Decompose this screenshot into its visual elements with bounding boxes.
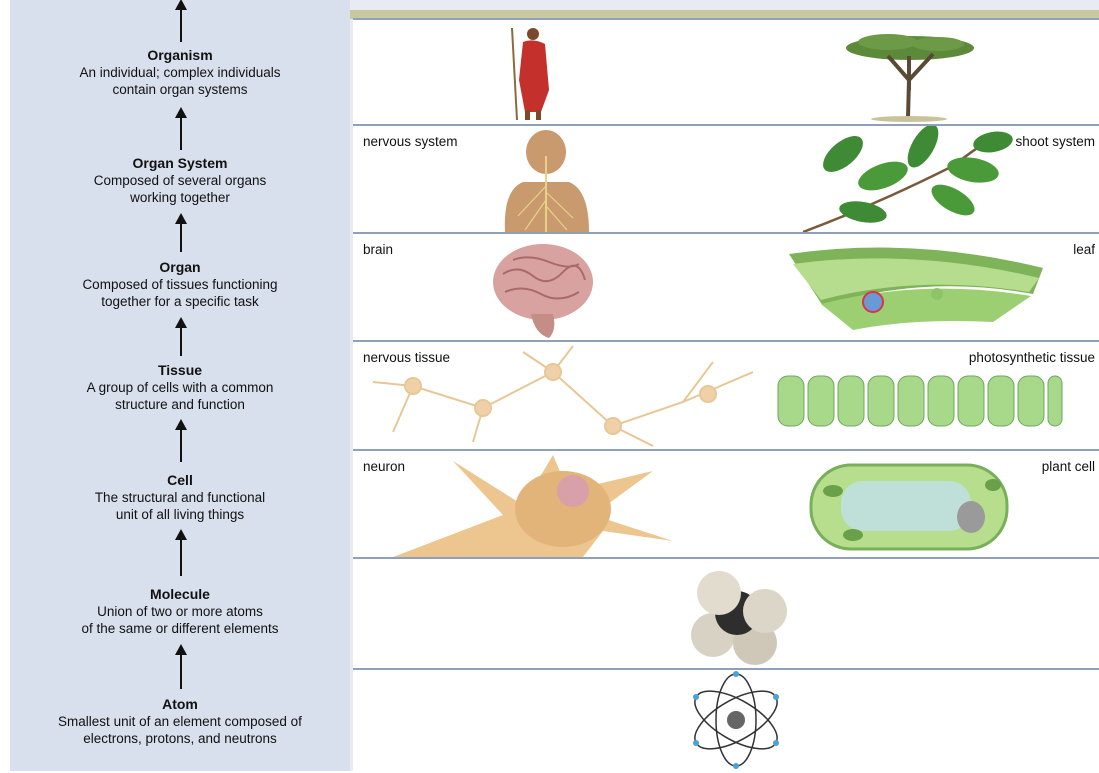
- row-organism: [353, 18, 1099, 124]
- row-atom: [353, 668, 1099, 773]
- level-description: An individual; complex individuals conta…: [10, 64, 350, 98]
- hierarchy-panel: Organism An individual; complex individu…: [10, 0, 350, 771]
- level-organism: Organism An individual; complex individu…: [10, 47, 350, 98]
- organ-illustration: [353, 234, 1099, 340]
- row-cell: neuron plant cell: [353, 449, 1099, 557]
- up-arrow-icon: [180, 110, 182, 150]
- level-name: Organ System: [10, 155, 350, 172]
- tissue-illustration: [353, 342, 1099, 449]
- level-name: Tissue: [10, 362, 350, 379]
- up-arrow-icon: [180, 532, 182, 576]
- photosynthetic-cells-icon: [778, 376, 1062, 426]
- up-arrow-icon: [180, 216, 182, 252]
- acacia-tree-icon: [846, 34, 974, 122]
- row-organ-system: nervous system shoot system: [353, 124, 1099, 232]
- level-tissue: Tissue A group of cells with a common st…: [10, 362, 350, 413]
- level-description: Composed of several organs working toget…: [10, 172, 350, 206]
- molecule-illustration: [353, 559, 1099, 668]
- level-name: Organ: [10, 259, 350, 276]
- row-molecule: [353, 557, 1099, 668]
- level-description: Union of two or more atoms of the same o…: [10, 603, 350, 637]
- up-arrow-icon: [180, 320, 182, 356]
- row-tissue: nervous tissue photosynthetic tissue: [353, 340, 1099, 449]
- organism-illustration: [353, 20, 1099, 124]
- up-arrow-icon: [180, 2, 182, 42]
- level-description: Composed of tissues functioning together…: [10, 276, 350, 310]
- methane-molecule-icon: [691, 571, 787, 665]
- cell-illustration: [353, 451, 1099, 557]
- up-arrow-icon: [180, 422, 182, 462]
- atom-illustration: [353, 670, 1099, 773]
- level-organ: Organ Composed of tissues functioning to…: [10, 259, 350, 310]
- row-organ: brain leaf: [353, 232, 1099, 340]
- human-figure-icon: [512, 28, 549, 120]
- level-description: A group of cells with a common structure…: [10, 379, 350, 413]
- neuron-icon: [393, 455, 673, 557]
- level-description: The structural and functional unit of al…: [10, 489, 350, 523]
- level-molecule: Molecule Union of two or more atoms of t…: [10, 586, 350, 637]
- leafy-shoot-icon: [803, 126, 1014, 232]
- level-name: Cell: [10, 472, 350, 489]
- level-name: Organism: [10, 47, 350, 64]
- brain-icon: [493, 244, 593, 338]
- up-arrow-icon: [180, 647, 182, 689]
- nervous-tissue-icon: [373, 346, 753, 446]
- level-cell: Cell The structural and functional unit …: [10, 472, 350, 523]
- level-organ-system: Organ System Composed of several organs …: [10, 155, 350, 206]
- level-name: Atom: [10, 696, 350, 713]
- atom-icon: [686, 671, 786, 769]
- leaf-cross-section-icon: [789, 248, 1043, 330]
- level-description: Smallest unit of an element composed of …: [10, 713, 350, 747]
- nervous-system-body-icon: [505, 130, 589, 232]
- level-name: Molecule: [10, 586, 350, 603]
- level-atom: Atom Smallest unit of an element compose…: [10, 696, 350, 747]
- organ-system-illustration: [353, 126, 1099, 232]
- plant-cell-icon: [811, 465, 1007, 549]
